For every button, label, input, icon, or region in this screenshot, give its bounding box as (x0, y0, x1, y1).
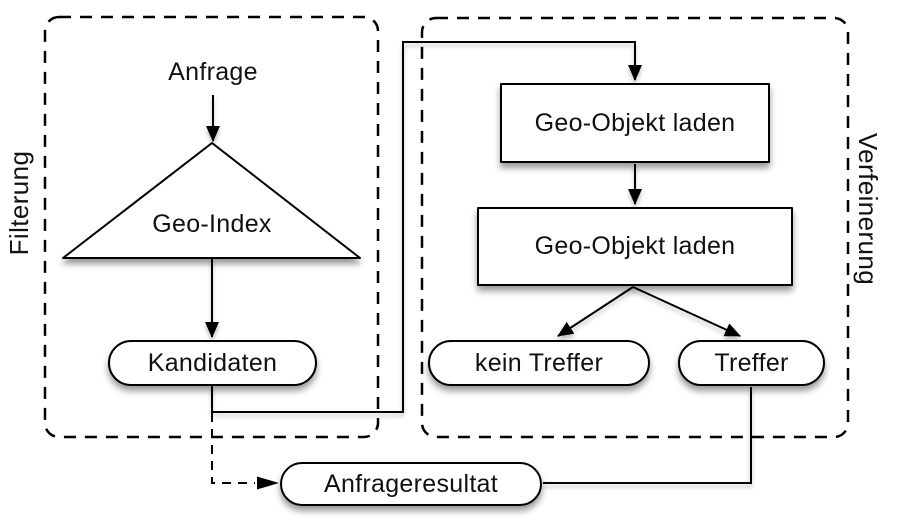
edge-kandidaten-load1 (211, 41, 642, 413)
verfeinerung-group-frame (420, 16, 850, 439)
treffer-pill: Treffer (678, 340, 825, 386)
geo-objekt-laden-box-1: Geo-Objekt laden (500, 83, 770, 163)
kein-treffer-pill: kein Treffer (428, 340, 650, 386)
kandidaten-pill: Kandidaten (108, 340, 317, 386)
anfrage-label: Anfrage (168, 57, 258, 86)
geo-index-triangle (62, 142, 361, 259)
edge-kandidaten-anfrageresultat (211, 413, 255, 484)
verfeinerung-group-label: Verfeinerung (853, 132, 884, 286)
geo-objekt-laden-box-2: Geo-Objekt laden (477, 207, 793, 286)
filterung-group-label: Filterung (3, 150, 34, 256)
geo-index-label: Geo-Index (152, 209, 272, 238)
edge-treffer-anfrageresultat (543, 387, 752, 484)
edge-kandidaten-anfrageresultat-arrowhead (257, 476, 279, 490)
edge-load2-treffer (632, 286, 741, 337)
anfrageresultat-pill: Anfrageresultat (280, 462, 542, 506)
edge-load2-keintreffer (557, 286, 634, 337)
